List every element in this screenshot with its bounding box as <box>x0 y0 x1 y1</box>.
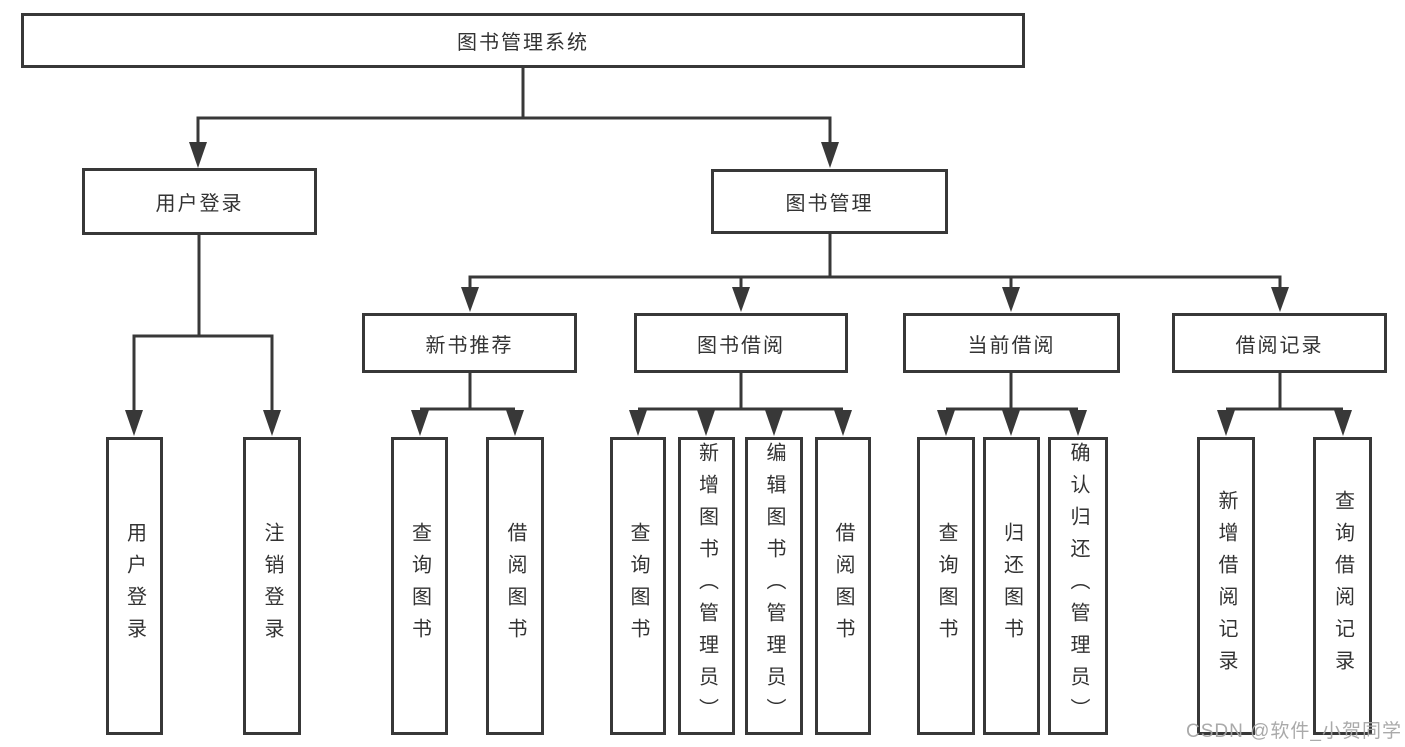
leaf-user-login: 用户登录 <box>106 437 163 735</box>
node-new-book-recommend-label: 新书推荐 <box>425 334 514 357</box>
node-current-borrow-label: 当前借阅 <box>967 334 1056 357</box>
leaf-recommend-query-books: 查询图书 <box>391 437 448 735</box>
leaf-return-books: 归还图书 <box>983 437 1040 735</box>
arrowheads <box>125 142 1352 436</box>
leaf-current-query-books-label: 查询图书 <box>935 522 957 650</box>
leaf-recommend-query-books-label: 查询图书 <box>408 522 431 650</box>
leaf-add-borrow-record-label: 新增借阅记录 <box>1215 490 1237 682</box>
node-book-management-label: 图书管理 <box>785 193 874 215</box>
node-book-borrow: 图书借阅 <box>634 313 848 373</box>
leaf-logout: 注销登录 <box>243 437 301 735</box>
leaf-current-query-books: 查询图书 <box>917 437 975 735</box>
leaf-recommend-borrow-books: 借阅图书 <box>486 437 544 735</box>
node-new-book-recommend: 新书推荐 <box>362 313 577 373</box>
node-book-borrow-label: 图书借阅 <box>697 334 785 357</box>
leaf-recommend-borrow-books-label: 借阅图书 <box>504 522 526 650</box>
node-book-management: 图书管理 <box>711 169 948 234</box>
leaf-confirm-return-admin-label: 确认归还（管理员） <box>1067 442 1089 730</box>
leaf-edit-books-admin-label: 编辑图书（管理员） <box>763 442 785 730</box>
node-current-borrow: 当前借阅 <box>903 313 1120 373</box>
connector-borrow-records <box>1226 373 1343 411</box>
leaf-logout-label: 注销登录 <box>261 522 283 650</box>
node-borrow-records: 借阅记录 <box>1172 313 1387 373</box>
connector-user-login <box>132 235 274 411</box>
node-user-login-label: 用户登录 <box>155 193 244 215</box>
leaf-borrow-books: 借阅图书 <box>815 437 871 735</box>
leaf-borrow-query-books-label: 查询图书 <box>627 522 649 650</box>
connector-new-book <box>420 373 515 411</box>
leaf-add-books-admin: 新增图书（管理员） <box>678 437 735 735</box>
node-root-label: 图书管理系统 <box>457 32 589 54</box>
leaf-return-books-label: 归还图书 <box>1000 522 1023 650</box>
connector-book-management <box>468 234 1282 288</box>
leaf-add-books-admin-label: 新增图书（管理员） <box>695 442 718 730</box>
leaf-add-borrow-record: 新增借阅记录 <box>1197 437 1255 735</box>
node-user-login: 用户登录 <box>82 168 317 235</box>
leaf-edit-books-admin: 编辑图书（管理员） <box>745 437 803 735</box>
connector-current-borrow <box>946 373 1078 411</box>
connector-book-borrow <box>638 373 843 411</box>
node-root: 图书管理系统 <box>21 13 1025 68</box>
connector-root <box>196 68 832 143</box>
leaf-query-borrow-record: 查询借阅记录 <box>1313 437 1372 735</box>
leaf-borrow-query-books: 查询图书 <box>610 437 666 735</box>
leaf-borrow-books-label: 借阅图书 <box>832 522 854 650</box>
node-borrow-records-label: 借阅记录 <box>1235 334 1324 357</box>
leaf-query-borrow-record-label: 查询借阅记录 <box>1331 490 1354 682</box>
csdn-watermark: CSDN @软件_小贺同学 <box>1186 721 1402 742</box>
leaf-user-login-label: 用户登录 <box>123 522 146 650</box>
leaf-confirm-return-admin: 确认归还（管理员） <box>1048 437 1108 735</box>
